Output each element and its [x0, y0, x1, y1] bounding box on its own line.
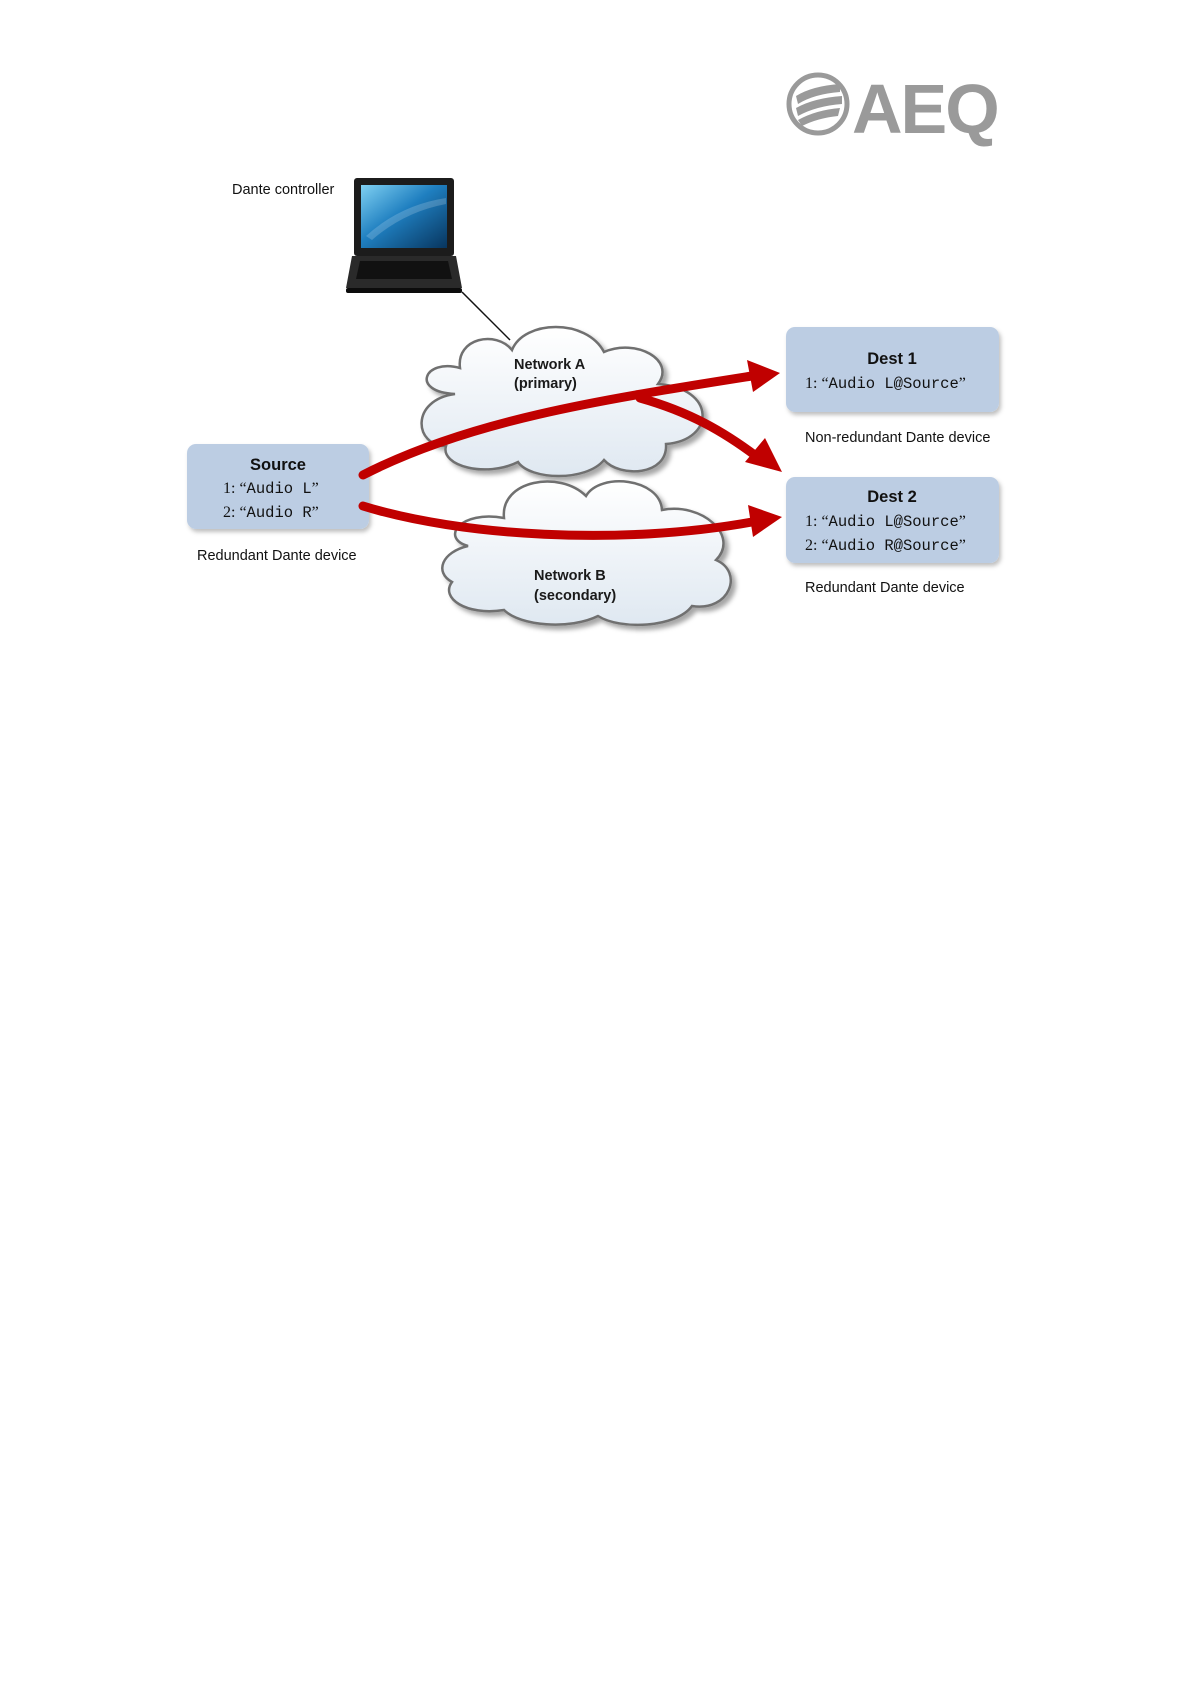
dest2-channel-1-close: ”	[959, 513, 966, 530]
dest1-device-box: Dest 1 1: “Audio L@Source”	[786, 327, 999, 412]
dante-controller-label: Dante controller	[232, 182, 335, 198]
source-channel-1-name: Audio L	[247, 480, 312, 498]
source-channel-2-close: ”	[312, 504, 319, 521]
controller-link-line	[462, 292, 510, 340]
dest2-channel-2-close: ”	[959, 537, 966, 554]
dest2-channel-2: 2: “Audio R@Source”	[805, 537, 966, 555]
network-a-label-line1: Network A	[514, 357, 586, 373]
dest1-channel-1-name: Audio L@Source	[829, 375, 959, 393]
source-channel-1-prefix: 1: “	[223, 480, 247, 497]
laptop-icon	[346, 178, 462, 293]
aeq-logo-emblem-icon	[789, 75, 847, 133]
dest2-channel-1: 1: “Audio L@Source”	[805, 513, 966, 531]
dest2-channel-1-prefix: 1: “	[805, 513, 829, 530]
aeq-logo: AEQ	[789, 70, 998, 148]
source-channel-2-name: Audio R	[247, 504, 312, 522]
source-channel-1: 1: “Audio L”	[223, 480, 319, 498]
dest2-title: Dest 2	[867, 488, 917, 506]
dest2-device-box: Dest 2 1: “Audio L@Source” 2: “Audio R@S…	[786, 477, 999, 563]
dest1-channel-1: 1: “Audio L@Source”	[805, 375, 966, 393]
dest2-channel-2-name: Audio R@Source	[829, 537, 959, 555]
dest1-channel-1-prefix: 1: “	[805, 375, 829, 392]
dest1-title: Dest 1	[867, 350, 917, 368]
dest2-channel-1-name: Audio L@Source	[829, 513, 959, 531]
network-b-label-line1: Network B	[534, 568, 606, 584]
network-b-label-line2: (secondary)	[534, 588, 616, 604]
network-b-cloud: Network B (secondary)	[442, 481, 730, 625]
source-channel-2: 2: “Audio R”	[223, 504, 319, 522]
network-a-label-line2: (primary)	[514, 376, 577, 392]
dest1-channel-1-close: ”	[959, 375, 966, 392]
dest2-caption: Redundant Dante device	[805, 580, 965, 596]
source-channel-2-prefix: 2: “	[223, 504, 247, 521]
dest2-channel-2-prefix: 2: “	[805, 537, 829, 554]
arrowhead-dest2	[748, 505, 782, 537]
source-caption: Redundant Dante device	[197, 548, 357, 564]
dest1-caption: Non-redundant Dante device	[805, 430, 990, 446]
source-device-box: Source 1: “Audio L” 2: “Audio R”	[187, 444, 369, 529]
source-channel-1-close: ”	[312, 480, 319, 497]
aeq-logo-text: AEQ	[852, 70, 998, 148]
source-title: Source	[250, 456, 306, 474]
arrowhead-dest1	[747, 360, 780, 392]
